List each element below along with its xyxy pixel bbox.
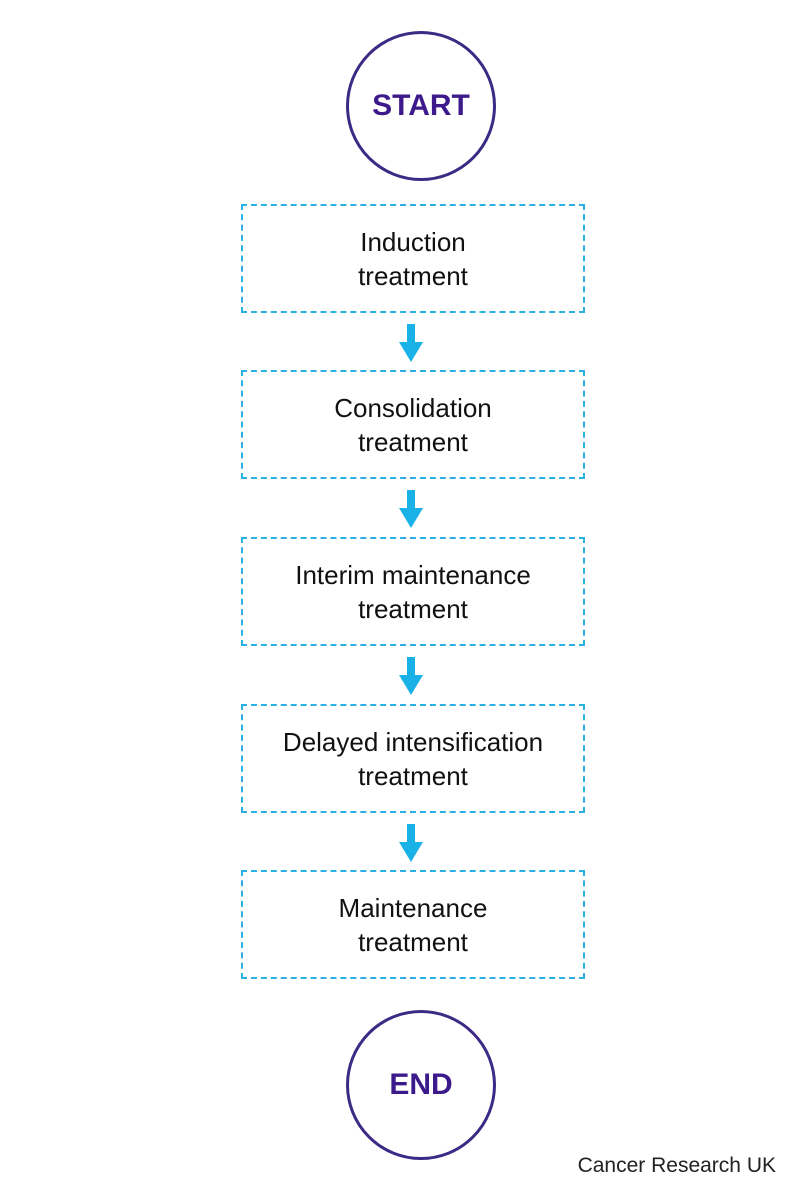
step-label-line2: treatment	[358, 760, 468, 791]
start-label: START	[372, 89, 470, 122]
step-induction: Induction treatment	[241, 204, 585, 313]
step-label: Maintenance treatment	[253, 891, 573, 959]
arrow-down-icon	[399, 490, 423, 528]
step-label-line2: treatment	[358, 593, 468, 624]
step-label-line2: treatment	[358, 926, 468, 957]
step-label-line1: Interim maintenance	[295, 559, 531, 590]
step-label-line1: Delayed intensification	[282, 726, 544, 757]
step-label-line2: treatment	[358, 426, 468, 457]
step-delayed-intensification: Delayed intensification treatment	[241, 704, 585, 813]
step-label-line1: Induction	[360, 226, 466, 257]
end-node: END	[346, 1010, 496, 1160]
step-label: Delayed intensification treatment	[253, 725, 573, 793]
start-node: START	[346, 31, 496, 181]
source-credit: Cancer Research UK	[577, 1154, 776, 1177]
step-label: Consolidation treatment	[253, 391, 573, 459]
arrow-down-icon	[399, 657, 423, 695]
arrow-down-icon	[399, 324, 423, 362]
end-label: END	[389, 1068, 453, 1101]
step-interim-maintenance: Interim maintenance treatment	[241, 537, 585, 646]
step-consolidation: Consolidation treatment	[241, 370, 585, 479]
step-label: Interim maintenance treatment	[253, 558, 573, 626]
step-maintenance: Maintenance treatment	[241, 870, 585, 979]
step-label-line1: Consolidation	[334, 392, 492, 423]
step-label: Induction treatment	[253, 225, 573, 293]
step-label-line2: treatment	[358, 260, 468, 291]
arrow-down-icon	[399, 824, 423, 862]
step-label-line1: Maintenance	[338, 892, 488, 923]
